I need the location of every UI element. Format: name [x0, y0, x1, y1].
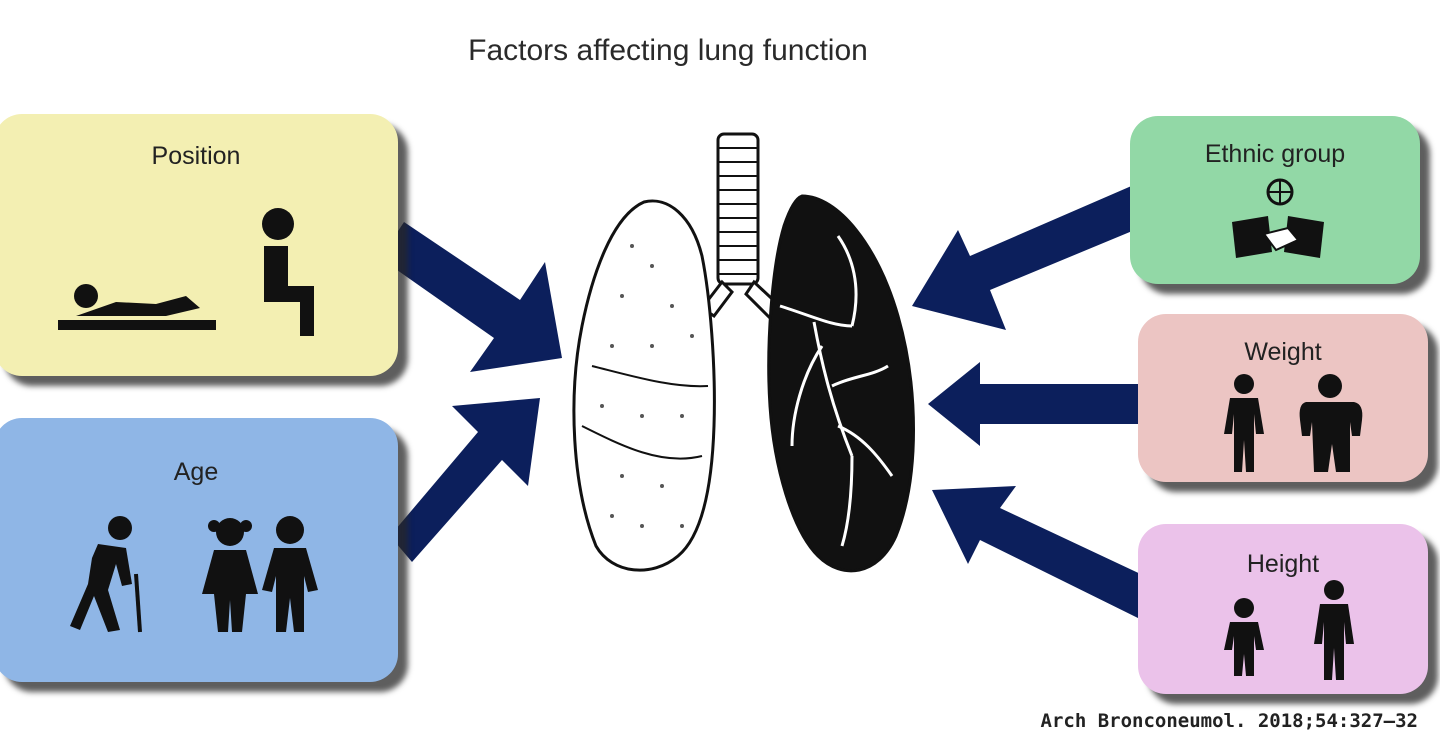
- citation: Arch Bronconeumol. 2018;54:327–32: [1040, 710, 1419, 732]
- slim-person-icon: [1224, 374, 1264, 472]
- lungs-illustration: [572, 132, 915, 573]
- ethnic-group-box: Ethnic group: [1130, 116, 1420, 284]
- diagram-title: Factors affecting lung function: [468, 34, 868, 67]
- seated-person-icon: [262, 208, 314, 336]
- ethnic-group-label: Ethnic group: [1204, 140, 1346, 168]
- height-box: Height: [1138, 524, 1428, 694]
- age-box: Age: [0, 418, 398, 682]
- tall-person-icon: [1314, 580, 1354, 680]
- heavy-person-icon: [1299, 374, 1363, 472]
- arrow-age: [390, 398, 540, 562]
- arrow-weight: [928, 362, 1162, 446]
- arrow-ethnic: [912, 184, 1154, 330]
- children-icon: [202, 516, 318, 632]
- weight-label: Weight: [1244, 338, 1322, 366]
- position-box: Position: [0, 114, 398, 376]
- elderly-with-cane-icon: [70, 516, 142, 633]
- lying-person-icon: [58, 284, 216, 330]
- arrow-height: [932, 486, 1166, 622]
- weight-box: Weight: [1138, 314, 1428, 482]
- position-label: Position: [151, 142, 241, 170]
- height-label: Height: [1246, 550, 1320, 578]
- age-label: Age: [173, 458, 219, 486]
- short-person-icon: [1224, 598, 1264, 676]
- globe-handshake-icon: [1232, 178, 1324, 258]
- arrow-position: [380, 222, 562, 372]
